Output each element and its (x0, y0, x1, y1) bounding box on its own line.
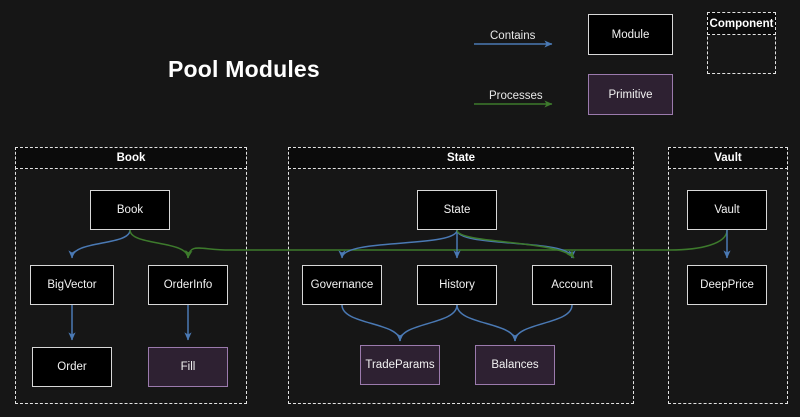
node-bigvector-label: BigVector (47, 279, 97, 291)
node-governance-label: Governance (310, 279, 374, 291)
node-fill-label: Fill (180, 361, 196, 373)
node-history[interactable]: History (417, 265, 497, 305)
group-state-header: State (288, 147, 634, 169)
node-orderinfo-label: OrderInfo (163, 279, 213, 291)
node-account[interactable]: Account (532, 265, 612, 305)
node-order-label: Order (57, 361, 87, 373)
node-book-label: Book (116, 204, 144, 216)
node-orderinfo[interactable]: OrderInfo (148, 265, 228, 305)
legend-processes-label: Processes (489, 90, 543, 102)
legend-module-box: Module (588, 14, 673, 55)
node-history-label: History (439, 279, 475, 291)
node-account-label: Account (551, 279, 593, 291)
group-book-header: Book (15, 147, 247, 169)
page-title: Pool Modules (168, 56, 320, 82)
legend-component-label: Component (709, 17, 774, 30)
node-bigvector[interactable]: BigVector (30, 265, 114, 305)
legend-component-header: Component (707, 12, 776, 35)
node-state-label: State (443, 204, 471, 216)
node-state[interactable]: State (417, 190, 497, 230)
group-book-label: Book (116, 152, 146, 164)
legend-contains-label: Contains (490, 30, 536, 42)
node-balances[interactable]: Balances (475, 345, 555, 385)
legend-module-label: Module (611, 28, 650, 41)
node-governance[interactable]: Governance (302, 265, 382, 305)
group-vault-header: Vault (668, 147, 788, 169)
node-book[interactable]: Book (90, 190, 170, 230)
legend-primitive-label: Primitive (608, 88, 653, 101)
node-tradeparams[interactable]: TradeParams (360, 345, 440, 385)
group-state-label: State (446, 152, 476, 164)
node-tradeparams-label: TradeParams (365, 359, 435, 371)
node-vault-label: Vault (714, 204, 740, 216)
node-fill[interactable]: Fill (148, 347, 228, 387)
legend-primitive-box: Primitive (588, 74, 673, 115)
node-balances-label: Balances (491, 359, 539, 371)
group-vault-label: Vault (714, 152, 742, 164)
node-order[interactable]: Order (32, 347, 112, 387)
node-deepprice[interactable]: DeepPrice (687, 265, 767, 305)
node-vault[interactable]: Vault (687, 190, 767, 230)
node-deepprice-label: DeepPrice (700, 279, 754, 291)
